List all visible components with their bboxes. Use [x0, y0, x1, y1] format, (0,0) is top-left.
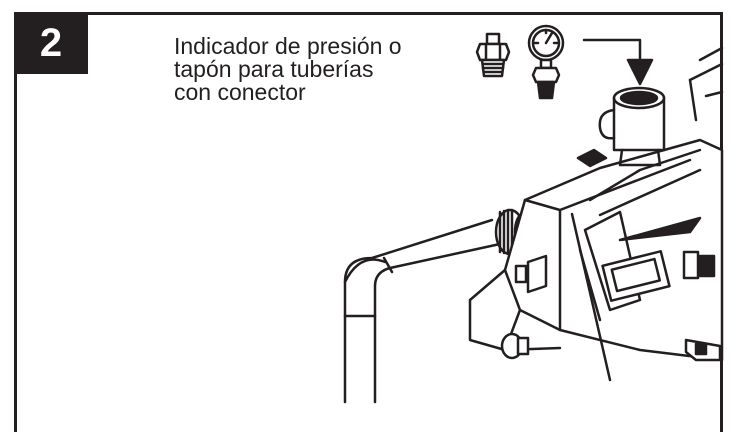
pipe-plug-icon: [475, 32, 511, 78]
arrow-down-icon: [582, 38, 654, 86]
pressure-gauge-icon: [527, 24, 565, 100]
pump-fittings: [500, 148, 722, 362]
motor-housing: [688, 46, 724, 122]
step-number: 2: [39, 20, 63, 65]
figure-caption: Indicador de presión o tapón para tuberí…: [174, 33, 402, 105]
inlet-pipe: [343, 218, 502, 404]
priming-port: [598, 86, 666, 167]
step-number-badge: 2: [14, 12, 88, 74]
pump-body: [468, 138, 724, 382]
